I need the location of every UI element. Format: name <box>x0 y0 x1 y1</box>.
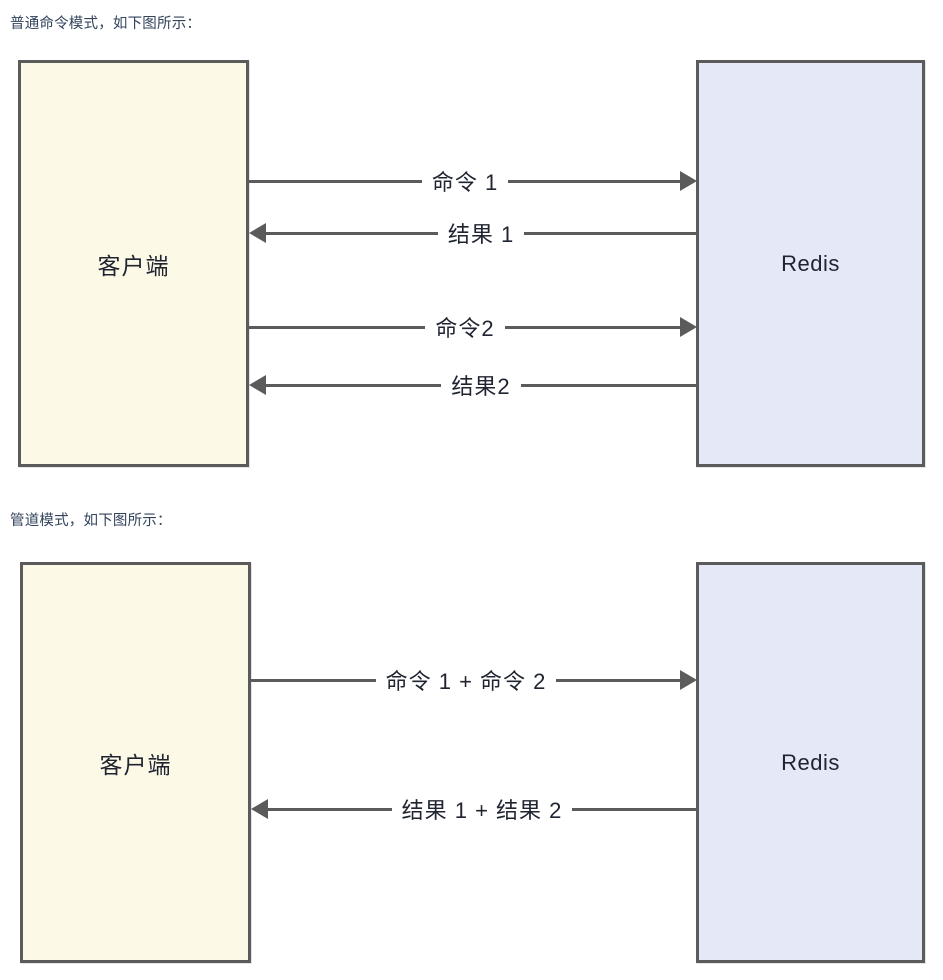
diagram-1-flow-4: 结果2 <box>249 365 697 405</box>
diagram-1-flow-1: 命令 1 <box>249 161 698 201</box>
diagram-2-flow-1-label: 命令 1 + 命令 2 <box>385 669 547 694</box>
diagram-2-flow-2-label: 结果 1 + 结果 2 <box>401 798 563 823</box>
section-1-caption: 普通命令模式，如下图所示： <box>10 16 202 32</box>
diagram-2-redis-box: Redis <box>696 562 925 963</box>
diagram-2-flow-1: 命令 1 + 命令 2 <box>251 660 697 700</box>
flow-line-segment <box>265 383 442 387</box>
diagram-normal-command-mode: 客户端 Redis 命令 1 结果 1 命令2 结果2 <box>0 0 943 480</box>
diagram-2-client-label: 客户端 <box>99 751 172 778</box>
flow-line-segment <box>249 325 426 329</box>
diagram-1-flow-1-label: 命令 1 <box>431 170 499 195</box>
arrowhead-left-icon <box>249 223 266 243</box>
flow-line-segment <box>251 678 376 682</box>
diagram-1-flow-3-label: 命令2 <box>435 316 495 341</box>
arrowhead-right-icon <box>680 317 697 337</box>
flow-line-segment <box>572 807 697 811</box>
diagram-1-redis-label: Redis <box>781 250 840 276</box>
diagram-1-flow-4-label: 结果2 <box>451 374 511 399</box>
flow-line-segment <box>249 179 422 183</box>
flow-line-segment <box>504 325 681 329</box>
diagram-2-redis-label: Redis <box>781 749 840 775</box>
diagram-1-flow-2-label: 结果 1 <box>447 222 515 247</box>
arrowhead-right-icon <box>680 670 697 690</box>
flow-line-segment <box>508 179 682 183</box>
arrowhead-left-icon <box>249 375 266 395</box>
flow-line-segment <box>265 231 438 235</box>
diagram-1-redis-box: Redis <box>696 60 925 467</box>
diagram-2-flow-2: 结果 1 + 结果 2 <box>251 789 697 829</box>
flow-line-segment <box>520 383 697 387</box>
diagram-2-client-box: 客户端 <box>20 562 251 963</box>
diagram-1-flow-3: 命令2 <box>249 307 697 347</box>
arrowhead-right-icon <box>680 171 698 191</box>
arrowhead-left-icon <box>251 799 268 819</box>
diagram-1-client-label: 客户端 <box>97 252 170 279</box>
section-2-caption: 管道模式，如下图所示： <box>10 513 172 529</box>
flow-line-segment <box>524 231 698 235</box>
diagram-1-client-box: 客户端 <box>18 60 249 467</box>
diagram-1-flow-2: 结果 1 <box>249 213 698 253</box>
flow-line-segment <box>267 807 392 811</box>
flow-line-segment <box>556 678 681 682</box>
